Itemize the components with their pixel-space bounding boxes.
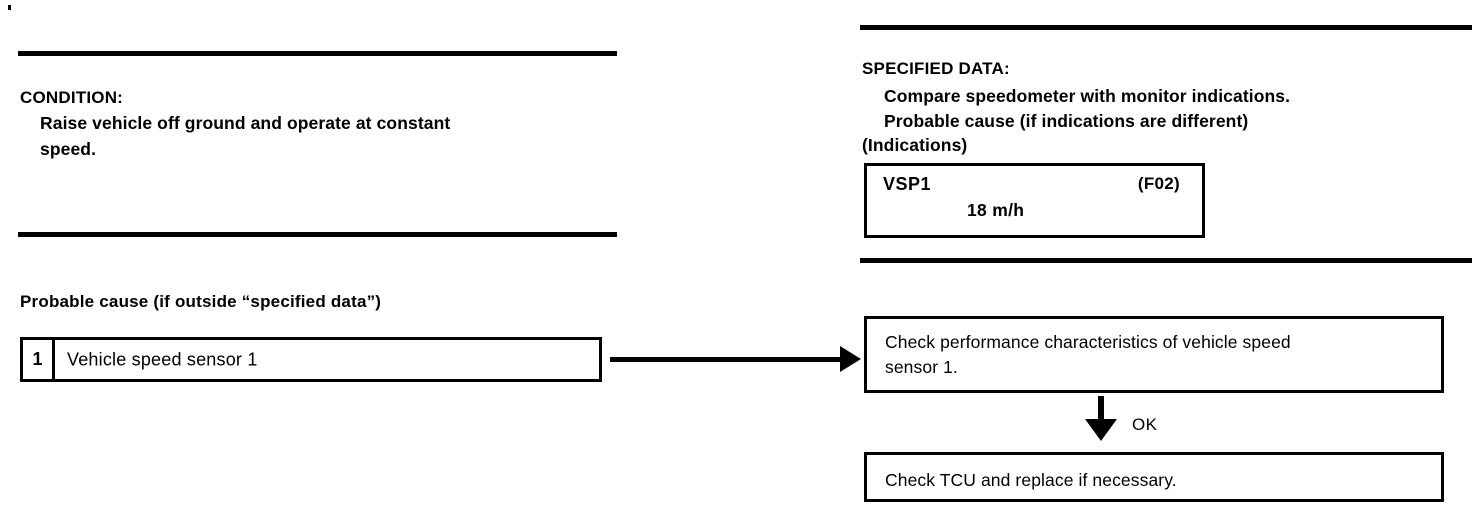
left-column-bottom-rule [18, 232, 617, 237]
specified-data-line-1: Compare speedometer with monitor indicat… [884, 86, 1291, 106]
cause-description: Vehicle speed sensor 1 [67, 349, 258, 369]
monitor-item-name: VSP1 [883, 174, 932, 194]
specified-data-line-2: Probable cause (if indications are diffe… [884, 111, 1249, 131]
cause-number: 1 [23, 340, 55, 379]
arrow-right-head [840, 346, 861, 372]
arrow-down-head [1085, 419, 1117, 441]
monitor-item-code: (F02) [1137, 174, 1180, 193]
condition-text: Raise vehicle off ground and operate at … [40, 113, 451, 160]
specified-data-heading: SPECIFIED DATA: [862, 59, 1010, 78]
flow-condition-label: OK [1132, 415, 1158, 434]
action-step-check-tcu: Check TCU and replace if necessary. [864, 452, 1444, 502]
probable-cause-row-1: 1 Vehicle speed sensor 1 [20, 337, 602, 382]
action-step-text: Check performance characteristics of veh… [885, 332, 1291, 378]
right-column-top-rule [860, 25, 1472, 30]
arrow-right-stem [610, 357, 842, 362]
indications-label: (Indications) [862, 135, 968, 155]
monitor-indication-box: VSP1 (F02) 18 m/h [864, 163, 1205, 238]
action-step-text: Check TCU and replace if necessary. [885, 470, 1177, 490]
left-column-top-rule [18, 51, 617, 56]
arrow-down-stem [1098, 396, 1104, 426]
action-step-check-sensor: Check performance characteristics of veh… [864, 316, 1444, 393]
probable-cause-label: Probable cause (if outside “specified da… [20, 292, 382, 311]
condition-heading: CONDITION: [20, 88, 124, 107]
scan-artifact-speck [8, 5, 11, 10]
monitor-item-value: 18 m/h [967, 200, 1025, 220]
right-column-divider-rule [860, 258, 1472, 263]
